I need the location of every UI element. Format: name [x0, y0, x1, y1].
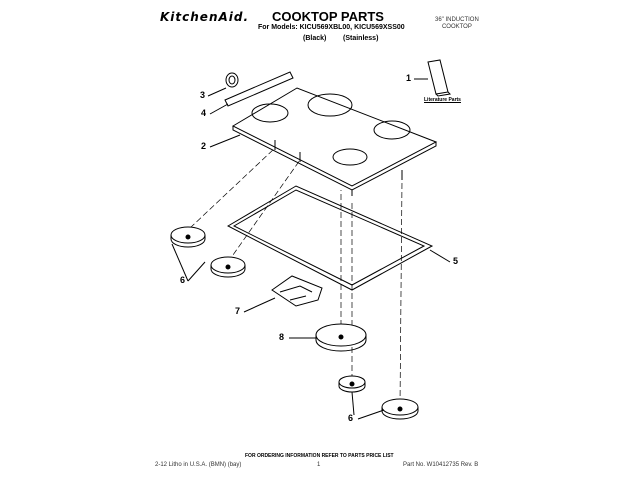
type-line-1: 36" INDUCTION	[435, 17, 479, 23]
cooktop-glass	[231, 87, 438, 196]
leader-7	[243, 297, 276, 313]
callout-7: 7	[235, 306, 241, 316]
callout-3: 3	[200, 90, 206, 100]
callout-1: 1	[406, 73, 412, 83]
part-number: Part No. W10412735 Rev. B	[403, 462, 479, 468]
induction-coil	[381, 398, 419, 420]
leader-5	[429, 249, 451, 263]
leader-3	[207, 87, 227, 97]
stainless-label: (Stainless)	[343, 35, 379, 42]
induction-coil	[210, 256, 246, 278]
callout-8: 8	[279, 332, 285, 342]
black-label: (Black)	[303, 35, 327, 42]
knob	[225, 72, 239, 88]
literature-part	[427, 59, 452, 97]
large-induction-coil	[315, 323, 367, 352]
page-number: 1	[317, 462, 321, 468]
callout-6: 6	[180, 275, 186, 285]
callout-5: 5	[453, 256, 459, 266]
induction-coil	[170, 226, 206, 248]
page-title: COOKTOP PARTS	[272, 9, 384, 24]
leader-2	[209, 134, 241, 148]
induction-coil	[338, 375, 366, 393]
type-line-2: COOKTOP	[441, 24, 472, 30]
models-line: For Models: KICU569XBL00, KICU569XSS00	[258, 24, 405, 31]
brand-logo: KitchenAid.	[160, 10, 250, 24]
callout-2: 2	[201, 141, 207, 151]
control-board	[271, 275, 323, 307]
leader-6a	[187, 261, 206, 282]
leader-6b	[351, 391, 355, 416]
literature-parts-label: Literature Parts	[424, 97, 461, 103]
leader-4	[209, 103, 229, 115]
litho-info: 2-12 Litho in U.S.A. (BMN) (bay)	[155, 462, 242, 468]
leader-6b-2	[357, 409, 385, 420]
leader-6a-2	[171, 243, 189, 282]
callout-6-lower: 6	[348, 413, 354, 423]
ordering-note: FOR ORDERING INFORMATION REFER TO PARTS …	[245, 453, 394, 459]
callout-4: 4	[201, 108, 207, 118]
gasket-frame	[226, 185, 434, 291]
